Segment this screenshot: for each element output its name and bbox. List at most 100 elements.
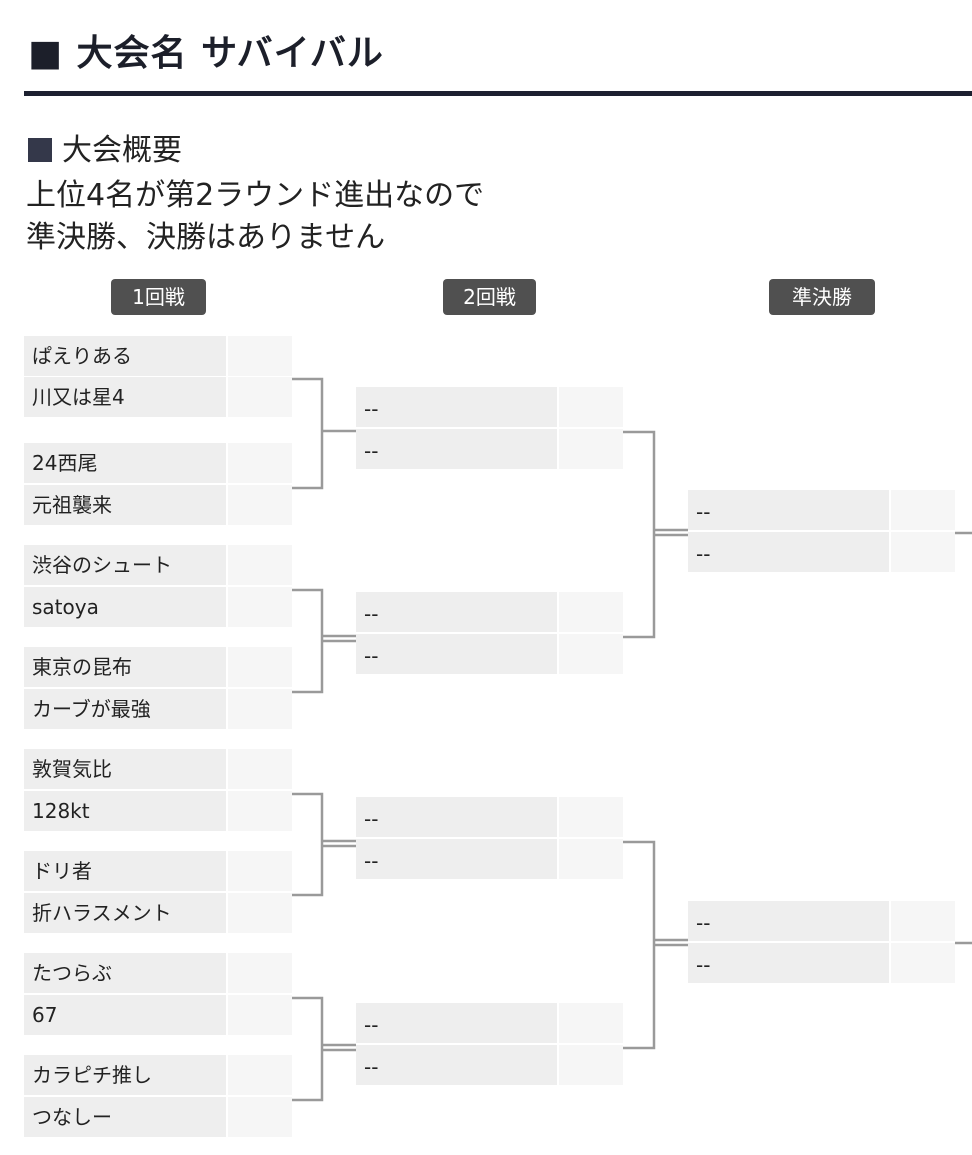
- round1-slot[interactable]: 元祖襲来: [24, 485, 292, 525]
- score-cell: [559, 592, 623, 632]
- round1-slot[interactable]: カラピチ推し: [24, 1055, 292, 1095]
- player-name: ドリ者: [24, 851, 226, 891]
- player-name: 128kt: [24, 791, 226, 831]
- overview-heading: 大会概要: [28, 125, 182, 169]
- score-cell: [559, 634, 623, 674]
- round1-slot[interactable]: 渋谷のシュート: [24, 545, 292, 585]
- score-cell: [228, 689, 292, 729]
- player-name: 敦賀気比: [24, 749, 226, 789]
- semifinal-slot[interactable]: --: [688, 532, 955, 572]
- player-name: --: [688, 901, 889, 941]
- round-label-semifinal: 準決勝: [769, 279, 875, 315]
- player-name: 渋谷のシュート: [24, 545, 226, 585]
- page-title: ■ 大会名 サバイバル: [28, 33, 384, 74]
- score-cell: [228, 893, 292, 933]
- score-cell: [891, 901, 955, 941]
- round1-slot[interactable]: カーブが最強: [24, 689, 292, 729]
- round2-slot[interactable]: --: [356, 1045, 623, 1085]
- score-cell: [228, 995, 292, 1035]
- score-cell: [228, 647, 292, 687]
- player-name: つなしー: [24, 1097, 226, 1137]
- bracket-line: [292, 588, 324, 694]
- player-name: 元祖襲来: [24, 485, 226, 525]
- bracket-line: [623, 430, 656, 639]
- player-name: --: [356, 1045, 557, 1085]
- bracket-line: [292, 377, 324, 490]
- score-cell: [228, 443, 292, 483]
- round1-slot[interactable]: 東京の昆布: [24, 647, 292, 687]
- player-name: 川又は星4: [24, 377, 226, 417]
- score-cell: [559, 797, 623, 837]
- score-cell: [559, 839, 623, 879]
- player-name: 東京の昆布: [24, 647, 226, 687]
- score-cell: [228, 1055, 292, 1095]
- bracket-line: [322, 1043, 356, 1052]
- round1-slot[interactable]: ドリ者: [24, 851, 292, 891]
- player-name: ぱえりある: [24, 336, 226, 376]
- score-cell: [228, 749, 292, 789]
- player-name: --: [356, 634, 557, 674]
- semifinal-slot[interactable]: --: [688, 490, 955, 530]
- score-cell: [559, 1003, 623, 1043]
- round2-slot[interactable]: --: [356, 387, 623, 427]
- player-name: カラピチ推し: [24, 1055, 226, 1095]
- round1-slot[interactable]: 敦賀気比: [24, 749, 292, 789]
- round1-slot[interactable]: ぱえりある: [24, 336, 292, 376]
- player-name: --: [688, 490, 889, 530]
- score-cell: [228, 377, 292, 417]
- round1-slot[interactable]: たつらぶ: [24, 953, 292, 993]
- bracket-line: [654, 528, 688, 537]
- score-cell: [228, 953, 292, 993]
- player-name: --: [356, 592, 557, 632]
- player-name: --: [688, 532, 889, 572]
- score-cell: [228, 851, 292, 891]
- semifinal-slot[interactable]: --: [688, 943, 955, 983]
- player-name: 折ハラスメント: [24, 893, 226, 933]
- round1-slot[interactable]: 折ハラスメント: [24, 893, 292, 933]
- player-name: satoya: [24, 587, 226, 627]
- overview-heading-text: 大会概要: [62, 133, 182, 168]
- bracket-line: [322, 634, 356, 643]
- round2-slot[interactable]: --: [356, 1003, 623, 1043]
- round-label-2: 2回戦: [443, 279, 536, 315]
- score-cell: [891, 943, 955, 983]
- player-name: 67: [24, 995, 226, 1035]
- score-cell: [228, 545, 292, 585]
- bracket-line: [322, 839, 356, 848]
- round1-slot[interactable]: satoya: [24, 587, 292, 627]
- player-name: たつらぶ: [24, 953, 226, 993]
- overview-line: 上位4名が第2ラウンド進出なので: [26, 178, 485, 213]
- round2-slot[interactable]: --: [356, 429, 623, 469]
- score-cell: [559, 1045, 623, 1085]
- round2-slot[interactable]: --: [356, 797, 623, 837]
- round1-slot[interactable]: 川又は星4: [24, 377, 292, 417]
- player-name: --: [356, 797, 557, 837]
- bracket-line: [292, 792, 324, 897]
- player-name: --: [688, 943, 889, 983]
- score-cell: [228, 587, 292, 627]
- score-cell: [559, 387, 623, 427]
- player-name: --: [356, 839, 557, 879]
- round1-slot[interactable]: つなしー: [24, 1097, 292, 1137]
- round2-slot[interactable]: --: [356, 839, 623, 879]
- bracket-line: [623, 840, 656, 1050]
- score-cell: [228, 791, 292, 831]
- round1-slot[interactable]: 24西尾: [24, 443, 292, 483]
- bracket-line: [654, 938, 688, 947]
- semifinal-slot[interactable]: --: [688, 901, 955, 941]
- score-cell: [228, 1097, 292, 1137]
- overview-line: 準決勝、決勝はありません: [26, 220, 386, 255]
- score-cell: [559, 429, 623, 469]
- score-cell: [228, 485, 292, 525]
- score-cell: [228, 336, 292, 376]
- player-name: --: [356, 429, 557, 469]
- score-cell: [891, 532, 955, 572]
- score-cell: [891, 490, 955, 530]
- round1-slot[interactable]: 128kt: [24, 791, 292, 831]
- player-name: --: [356, 387, 557, 427]
- round2-slot[interactable]: --: [356, 634, 623, 674]
- round1-slot[interactable]: 67: [24, 995, 292, 1035]
- square-bullet-icon: [28, 138, 52, 162]
- round2-slot[interactable]: --: [356, 592, 623, 632]
